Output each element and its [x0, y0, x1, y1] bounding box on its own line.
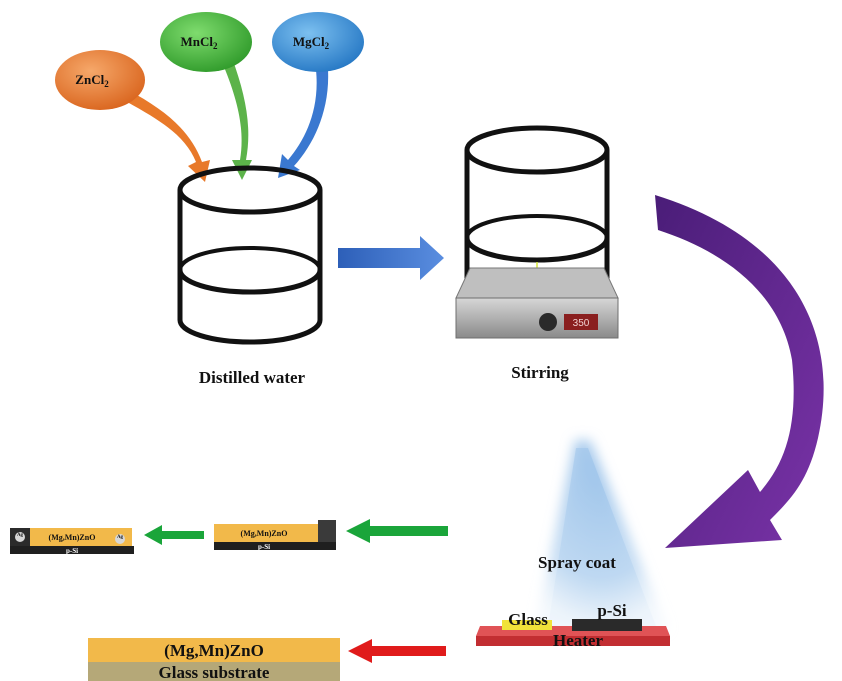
- green-arrow-right: [346, 519, 448, 543]
- device-on-glass: (Mg,Mn)ZnO Glass substrate: [88, 638, 340, 681]
- stirrer-display: [564, 314, 598, 330]
- mncl2-arrow: [222, 58, 252, 180]
- contact-substrate-label: p-Si: [66, 547, 78, 555]
- p-si-substrate-on-heater: [572, 619, 642, 631]
- contact-film-label: (Mg,Mn)ZnO: [49, 533, 96, 542]
- si-substrate-label: p-Si: [258, 543, 270, 551]
- spray-coat-label: Spray coat: [538, 553, 616, 572]
- mncl2-bubble: MnCl2: [160, 12, 252, 72]
- heater-label: Heater: [553, 631, 603, 650]
- to-stirring-arrow: [338, 236, 444, 280]
- p-si-label: p-Si: [597, 601, 627, 620]
- si-film-label: (Mg,Mn)ZnO: [241, 529, 288, 538]
- green-arrow-left: [144, 525, 204, 545]
- svg-text:MgCl2: MgCl2: [293, 34, 330, 51]
- ag-contact-left: [15, 532, 25, 542]
- glass-label: Glass: [508, 610, 548, 629]
- to-spray-arrow: [655, 195, 824, 548]
- glass-substrate-on-heater: [502, 620, 552, 630]
- device-with-ag-contacts: Ag Ag (Mg,Mn)ZnO p-Si: [10, 528, 134, 555]
- ag-left-label: Ag: [17, 533, 24, 538]
- beaker-stirring: [464, 125, 610, 280]
- magnetic-stirrer: 350: [455, 267, 619, 339]
- distilled-water-label: Distilled water: [199, 368, 306, 387]
- zncl2-arrow: [120, 90, 210, 182]
- glass-substrate-label: Glass substrate: [159, 663, 270, 681]
- svg-text:ZnCl2: ZnCl2: [75, 72, 109, 89]
- stirrer-display-value: 350: [573, 318, 590, 329]
- stirrer-knob: [539, 313, 557, 331]
- red-arrow: [348, 639, 446, 663]
- glass-film-label: (Mg,Mn)ZnO: [164, 641, 264, 660]
- ag-contact-right: [115, 534, 125, 544]
- mgcl2-bubble: MgCl2: [272, 12, 364, 72]
- device-mg-mn-zno-on-p-si: (Mg,Mn)ZnO p-Si: [214, 520, 336, 551]
- stirring-label: Stirring: [511, 363, 569, 382]
- svg-text:MnCl2: MnCl2: [181, 34, 219, 51]
- zncl2-bubble: ZnCl2: [55, 50, 145, 110]
- mgcl2-arrow: [278, 70, 329, 178]
- beaker-distilled-water: [177, 165, 323, 345]
- ag-right-label: Ag: [117, 535, 124, 540]
